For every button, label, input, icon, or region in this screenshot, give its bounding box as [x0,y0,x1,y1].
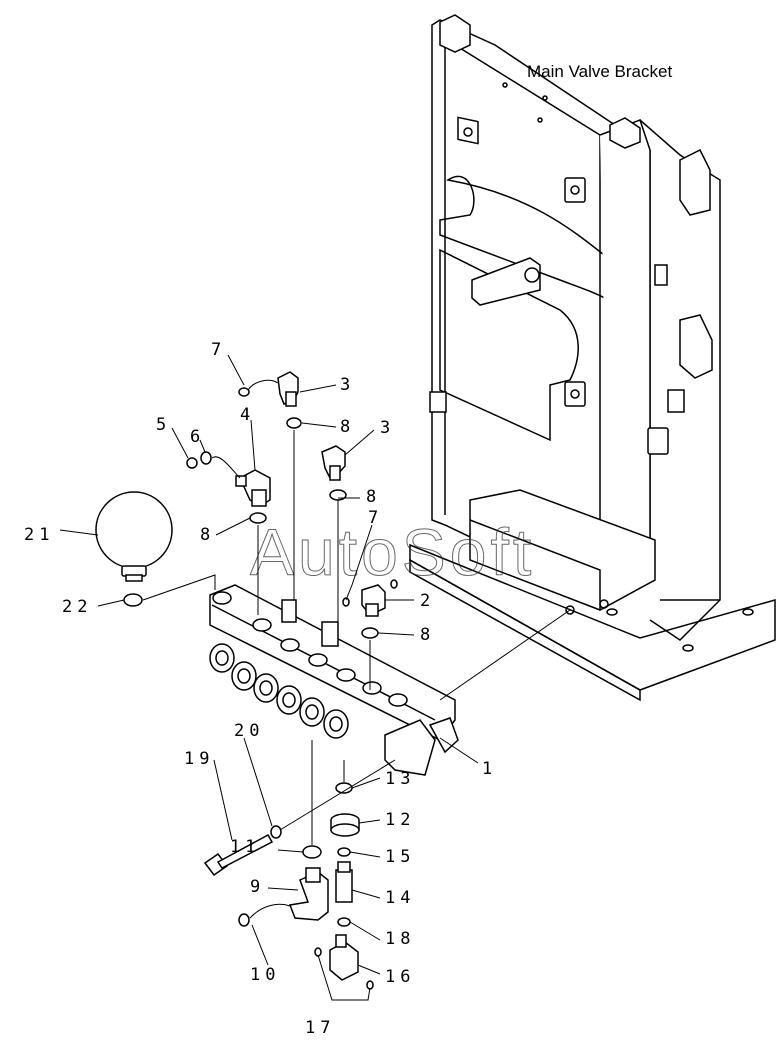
callout-11: 11 [230,837,260,857]
part-15-oring [337,847,351,857]
part-8-oring-a [286,417,302,429]
callout-7-top: 7 [211,340,221,360]
callout-12: 12 [385,810,415,830]
part-20-washer [270,825,282,839]
callout-22: 22 [62,597,92,617]
part-11-oring [302,845,322,859]
callout-15: 15 [385,847,415,867]
part-19-bolt [203,833,274,877]
callout-6: 6 [190,427,200,447]
part-4-elbow [235,469,271,507]
part-8-oring-c [249,512,267,524]
part-22-oring [123,593,143,607]
part-3-elbow-mid [321,445,346,481]
part-14-adapter [335,861,353,903]
part-16-tee [329,934,359,981]
main-valve-bracket [409,14,776,702]
part-3-elbow-top [277,371,299,407]
callout-8-c: 8 [200,525,210,545]
callout-16: 16 [385,967,415,987]
part-12-plug [330,813,360,837]
callout-8-d: 8 [420,625,430,645]
callout-18: 18 [385,929,415,949]
callout-9: 9 [250,877,260,897]
part-6-oring [200,451,212,465]
part-10-oring [238,913,250,927]
part-18-oring [337,917,351,927]
callout-8-b: 8 [366,487,376,507]
valve-ports [212,591,408,707]
part-7-oring-top [238,387,250,397]
solenoid-row [209,643,349,739]
callout-13: 13 [385,769,415,789]
diagram-title: Main Valve Bracket [527,62,672,81]
watermark-text: AutoSoft [250,515,535,589]
callout-7-mid: 7 [368,508,378,528]
callout-14: 14 [385,888,415,908]
callout-21: 21 [24,525,54,545]
callout-3-mid: 3 [380,418,390,438]
callout-10: 10 [250,965,280,985]
callout-1: 1 [482,759,492,779]
callout-4: 4 [240,405,250,425]
callout-3-top: 3 [340,375,350,395]
callout-19: 19 [184,749,214,769]
callout-5: 5 [156,415,166,435]
callout-2: 2 [420,591,430,611]
callout-8-a: 8 [340,417,350,437]
part-2-elbow [361,584,386,617]
part-5-oring [186,457,198,469]
part-8-oring-d [361,627,379,639]
part-9-elbow [288,867,329,921]
accumulator-sphere [95,491,173,582]
valve-manifold [209,584,459,776]
leader-lines [59,354,479,1001]
assembly-lines [257,430,571,845]
callout-20: 20 [234,721,264,741]
callout-17: 17 [305,1018,335,1038]
